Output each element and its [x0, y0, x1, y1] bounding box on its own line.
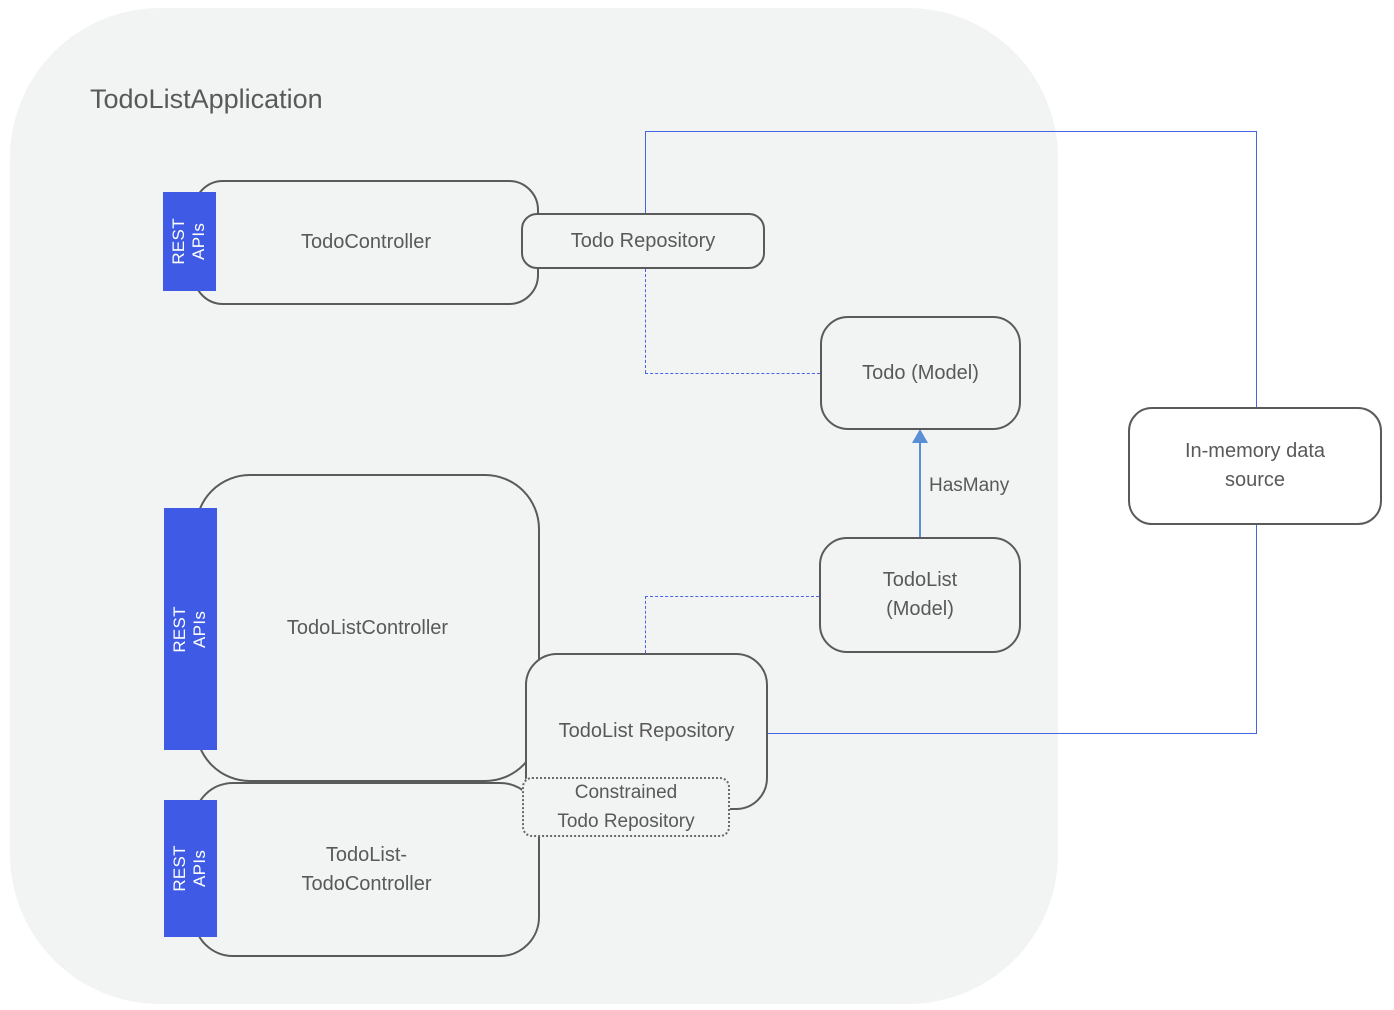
badge-rest-apis-todolist-controller: REST APIs	[164, 508, 217, 750]
node-todolist-repository-label: TodoList Repository	[558, 720, 735, 742]
connector-top-horizontal	[645, 131, 1257, 132]
hasmany-label: HasMany	[929, 475, 1010, 496]
hasmany-arrowhead-icon	[912, 429, 928, 443]
node-constrained-todo-repository-label: Constrained Todo Repository	[557, 781, 695, 832]
node-todo-model-label: Todo (Model)	[862, 361, 979, 384]
node-todo-controller: TodoController	[193, 180, 539, 305]
node-todo-controller-label: TodoController	[300, 231, 432, 253]
node-in-memory-data-source: In-memory data source	[1128, 407, 1382, 525]
node-todolist-controller: TodoListController	[195, 474, 540, 782]
badge-rest-apis-todo-controller: REST APIs	[163, 192, 216, 291]
connector-bottom-horizontal	[768, 733, 1257, 734]
connector-todo-repository-vertical	[645, 131, 646, 214]
node-todolist-model-label: TodoList (Model)	[882, 569, 958, 620]
node-todo-repository-label: Todo Repository	[570, 229, 716, 252]
badge-rest-apis-todolist-controller-label: REST APIs	[170, 605, 210, 653]
diagram-title: TodoListApplication	[90, 84, 323, 114]
node-todolist-controller-label: TodoListController	[286, 616, 449, 639]
node-todo-model: Todo (Model)	[820, 316, 1021, 430]
node-in-memory-data-source-label: In-memory data source	[1184, 440, 1326, 491]
dashed-todo-repo-to-model-vertical	[645, 269, 646, 373]
dashed-todolist-repo-to-model-horizontal	[645, 596, 819, 597]
badge-rest-apis-todolist-todo-controller: REST APIs	[164, 800, 217, 937]
node-todolist-todo-controller-label: TodoList- TodoController	[301, 843, 432, 895]
badge-rest-apis-todo-controller-label: REST APIs	[169, 218, 209, 265]
node-todolist-todo-controller: TodoList- TodoController	[193, 782, 540, 957]
badge-rest-apis-todolist-todo-controller-label: REST APIs	[170, 845, 210, 892]
hasmany-arrow-line	[919, 441, 921, 537]
dashed-todolist-repo-to-model-vertical	[645, 596, 646, 653]
node-todo-repository: Todo Repository	[521, 213, 765, 269]
node-todolist-model: TodoList (Model)	[819, 537, 1021, 653]
node-constrained-todo-repository: Constrained Todo Repository	[522, 777, 730, 837]
dashed-todo-repo-to-model-horizontal	[645, 373, 820, 374]
